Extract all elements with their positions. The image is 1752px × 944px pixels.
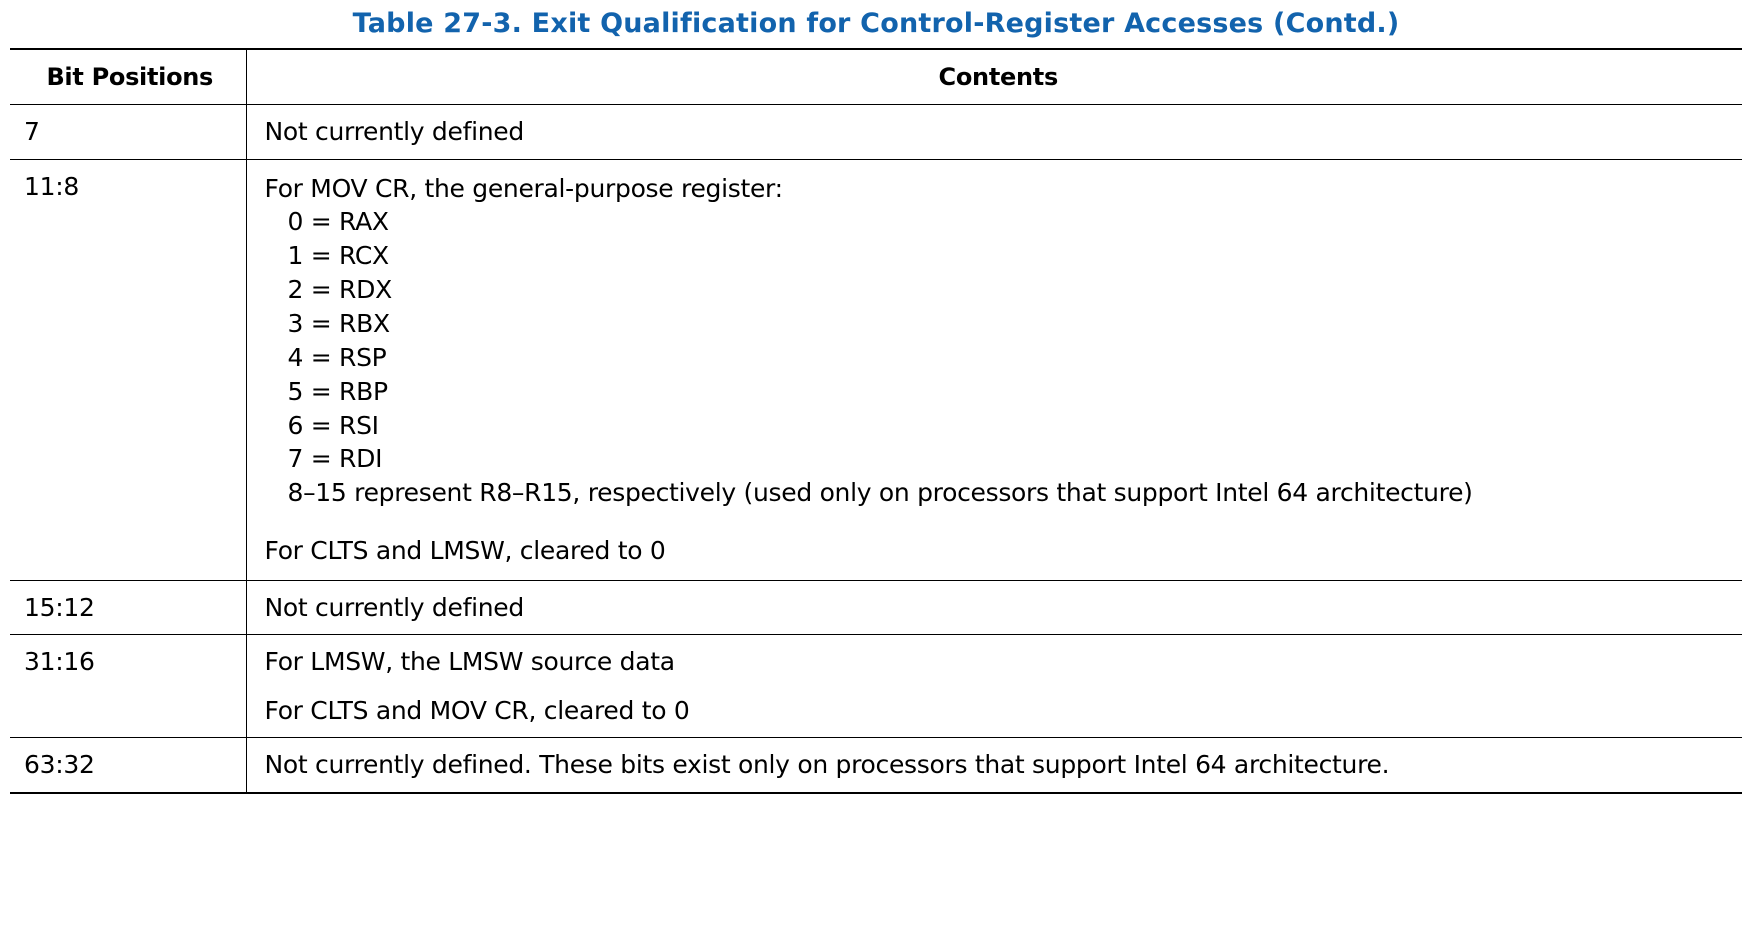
column-header-bit-positions-label: Bit Positions xyxy=(46,63,214,91)
table-header-row: Bit Positions Contents xyxy=(10,48,1742,106)
row-bit-positions-cell: 63:32 xyxy=(10,737,247,794)
mov-cr-intro-text: For MOV CR, the general-purpose register… xyxy=(264,173,784,203)
clts-movcr-cleared-text: For CLTS and MOV CR, cleared to 0 xyxy=(264,695,690,725)
row-bit-positions-cell: 31:16 xyxy=(10,634,247,739)
register-encoding-list: 0 = RAX 1 = RCX 2 = RDX 3 = RBX 4 = RSP … xyxy=(265,205,1733,476)
table-row: 63:32 Not currently defined. These bits … xyxy=(10,737,1743,794)
row-contents-body: For LMSW, the LMSW source data For CLTS … xyxy=(247,635,1743,737)
row-bit-positions-cell: 15:12 xyxy=(10,579,247,636)
row-contents-cell: Not currently defined xyxy=(246,579,1743,636)
list-item: 2 = RDX xyxy=(287,275,393,305)
table-row: 7 Not currently defined xyxy=(10,104,1743,160)
row-contents-text: Not currently defined xyxy=(264,592,525,622)
row-bit-positions-value: 7 xyxy=(24,117,40,147)
column-header-contents: Contents xyxy=(246,48,1742,106)
row-contents-text: Not currently defined. These bits exist … xyxy=(264,750,1390,780)
page-title: Table 27-3. Exit Qualification for Contr… xyxy=(352,8,1400,39)
column-header-contents-label: Contents xyxy=(938,63,1059,91)
row-contents-text: Not currently defined xyxy=(264,117,525,147)
list-item: 3 = RBX xyxy=(287,308,391,338)
table-row: 31:16 For LMSW, the LMSW source data For… xyxy=(10,634,1743,739)
table-header: Bit Positions Contents xyxy=(10,48,1742,106)
list-item: 4 = RSP xyxy=(287,342,387,372)
table-row: 15:12 Not currently defined xyxy=(10,579,1743,636)
list-item: 0 = RAX xyxy=(287,207,390,237)
row-contents-cell: For LMSW, the LMSW source data For CLTS … xyxy=(246,634,1743,739)
list-item: 5 = RBP xyxy=(287,376,389,406)
row-bit-positions-value: 11:8 xyxy=(24,171,79,201)
row-contents-cell: For MOV CR, the general-purpose register… xyxy=(246,158,1743,581)
extended-register-note: 8–15 represent R8–R15, respectively (use… xyxy=(287,478,1473,508)
list-item: 7 = RDI xyxy=(287,444,383,474)
row-contents-body: Not currently defined. These bits exist … xyxy=(247,738,1743,792)
row-contents-cell: Not currently defined. These bits exist … xyxy=(246,737,1743,794)
row-bit-positions-value: 31:16 xyxy=(24,647,95,677)
table-row: 11:8 For MOV CR, the general-purpose reg… xyxy=(10,158,1743,581)
paragraph-spacer xyxy=(265,510,1733,536)
list-item: 1 = RCX xyxy=(287,241,390,271)
list-item: 6 = RSI xyxy=(287,410,380,440)
row-contents-cell: Not currently defined xyxy=(246,104,1743,160)
table-container: Bit Positions Contents 7 Not currently d… xyxy=(0,48,1752,794)
lmsw-source-data-text: For LMSW, the LMSW source data xyxy=(264,647,676,677)
row-contents-body: Not currently defined xyxy=(247,105,1743,159)
row-contents-body: For MOV CR, the general-purpose register… xyxy=(247,160,1743,580)
row-contents-body: Not currently defined xyxy=(247,581,1743,635)
row-bit-positions-value: 63:32 xyxy=(24,750,95,780)
row-bit-positions-cell: 11:8 xyxy=(10,158,247,581)
clts-lmsw-note: For CLTS and LMSW, cleared to 0 xyxy=(264,536,666,566)
exit-qualification-table: Bit Positions Contents 7 Not currently d… xyxy=(10,48,1742,794)
table-body: 7 Not currently defined 11:8 xyxy=(10,104,1743,794)
row-bit-positions-cell: 7 xyxy=(10,104,247,160)
row-bit-positions-value: 15:12 xyxy=(24,592,95,622)
column-header-bit-positions: Bit Positions xyxy=(10,48,247,106)
